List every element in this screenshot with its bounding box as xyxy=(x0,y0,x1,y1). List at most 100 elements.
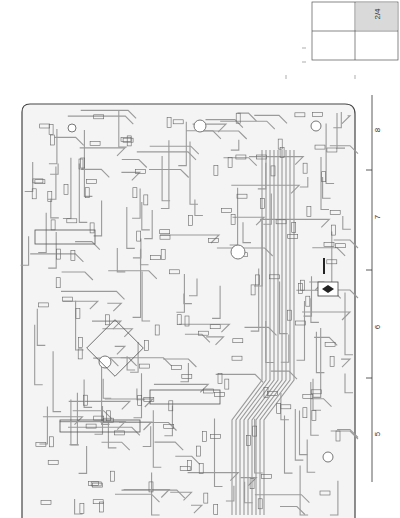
pad xyxy=(233,339,243,343)
pad xyxy=(144,195,148,205)
pad xyxy=(135,169,145,173)
trace xyxy=(152,472,160,515)
pad xyxy=(303,395,313,399)
trace xyxy=(230,188,238,245)
pad xyxy=(48,460,58,464)
pad xyxy=(306,296,310,306)
pad xyxy=(36,443,46,447)
trace xyxy=(201,131,247,139)
pad xyxy=(62,297,72,301)
trace xyxy=(100,422,152,430)
trace xyxy=(216,374,263,382)
trace xyxy=(133,249,141,318)
pad xyxy=(133,188,137,198)
trace xyxy=(302,312,350,320)
pad xyxy=(298,283,302,293)
pad xyxy=(295,113,305,117)
pad xyxy=(32,189,36,199)
pad xyxy=(177,315,181,325)
pad xyxy=(225,379,229,389)
pad xyxy=(271,166,275,176)
pad xyxy=(331,225,335,235)
pad xyxy=(258,499,262,509)
pad xyxy=(40,124,50,128)
pad xyxy=(160,235,170,239)
trace xyxy=(103,379,111,399)
pad xyxy=(169,401,173,411)
pad xyxy=(218,374,222,384)
pad xyxy=(50,437,54,447)
connector-mark xyxy=(318,258,338,296)
pad xyxy=(115,431,125,435)
ic-outlines xyxy=(35,230,220,432)
pad xyxy=(49,124,53,134)
trace xyxy=(330,146,358,154)
pad xyxy=(295,321,305,325)
pad xyxy=(187,461,191,471)
trace xyxy=(68,116,134,124)
pad xyxy=(171,365,181,369)
trace xyxy=(43,417,83,425)
trace xyxy=(243,222,251,242)
pad xyxy=(107,411,111,421)
pad xyxy=(160,230,170,234)
board-outline xyxy=(22,104,355,518)
trace xyxy=(176,274,184,312)
pad xyxy=(260,198,264,208)
pad xyxy=(336,244,346,248)
trace xyxy=(280,507,305,515)
trace xyxy=(68,427,140,435)
trace xyxy=(143,426,151,446)
pad xyxy=(173,120,183,124)
pad xyxy=(33,179,43,183)
pad xyxy=(164,425,174,429)
pad xyxy=(221,209,231,213)
trace xyxy=(164,406,172,436)
pad xyxy=(251,285,255,295)
pad xyxy=(311,390,321,394)
trace xyxy=(186,131,221,139)
pad xyxy=(281,405,291,409)
trace xyxy=(79,446,87,474)
pad xyxy=(90,141,100,145)
pad xyxy=(228,158,232,168)
trace xyxy=(84,130,92,196)
pad xyxy=(269,275,279,279)
grid-number: 7 xyxy=(374,215,382,219)
trace xyxy=(212,286,220,319)
trace xyxy=(189,279,197,296)
pad xyxy=(236,155,246,159)
trace xyxy=(254,115,287,123)
trace xyxy=(249,157,303,165)
pad xyxy=(110,471,114,481)
trace xyxy=(35,325,43,385)
trace xyxy=(63,301,98,309)
trace xyxy=(115,346,125,354)
trace xyxy=(190,141,198,204)
trace xyxy=(215,418,223,486)
trace xyxy=(102,442,130,450)
trace xyxy=(121,358,172,366)
trace xyxy=(75,242,100,250)
pad xyxy=(330,357,334,367)
pad xyxy=(139,364,149,368)
trace xyxy=(300,177,308,187)
pad xyxy=(307,207,311,217)
trace xyxy=(184,293,192,303)
pad xyxy=(320,491,330,495)
pad xyxy=(292,223,296,233)
pad xyxy=(287,310,291,320)
trace xyxy=(149,170,189,178)
copper-traces xyxy=(21,110,358,515)
pad xyxy=(149,482,153,492)
pad xyxy=(237,194,247,198)
pad xyxy=(57,249,61,259)
sheet-number: 2/4 xyxy=(374,9,382,20)
trace xyxy=(226,486,234,501)
pad xyxy=(214,505,218,515)
pad xyxy=(56,278,60,288)
pad xyxy=(250,479,254,489)
trace xyxy=(337,113,345,148)
trace xyxy=(62,272,93,280)
